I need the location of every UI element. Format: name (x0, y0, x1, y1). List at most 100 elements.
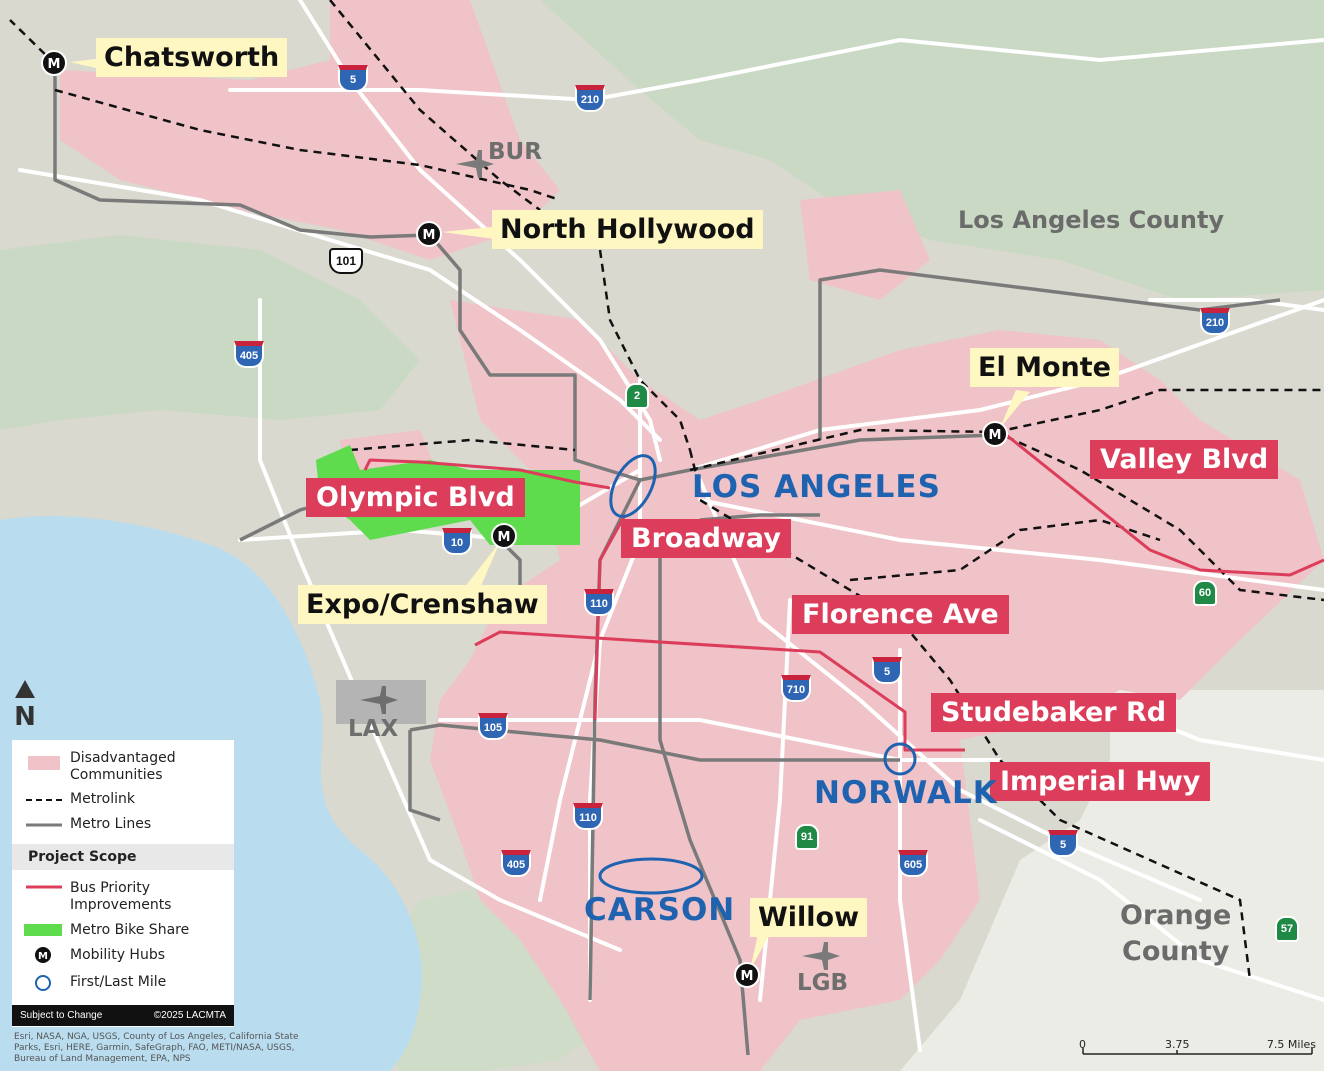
region-label-la-county: Los Angeles County (958, 206, 1225, 234)
region-label-orange-county: Orange County (1120, 898, 1231, 970)
hub-label-willow[interactable]: Willow (750, 898, 868, 937)
city-label-norwalk: NORWALK (814, 775, 998, 811)
interstate-605-shield: 605 (898, 850, 928, 877)
state-route-57-shield: 57 (1275, 916, 1299, 942)
north-label: N (14, 702, 36, 732)
scale-bar-graphic (1082, 1048, 1313, 1055)
city-label-carson: CARSON (584, 892, 736, 928)
callout-pointers (70, 58, 1030, 970)
airport-label-lax: LAX (348, 716, 399, 742)
interstate-105-shield: 105 (478, 713, 508, 740)
legend-bus-priority-line1: Bus Priority (70, 880, 151, 896)
hub-label-chatsworth[interactable]: Chatsworth (96, 38, 288, 77)
bus-priority-layer (363, 428, 1324, 752)
legend-swatch-metro-lines (26, 823, 62, 827)
first-last-mile-carson (598, 857, 704, 895)
scale-label-mid: 3.75 (1165, 1038, 1190, 1051)
interstate-10-shield: 10 (442, 528, 472, 555)
scale-bar: 0 3.75 7.5 Miles (1075, 1030, 1320, 1060)
legend-label-metrolink: Metrolink (70, 791, 135, 807)
project-label-florence-ave[interactable]: Florence Ave (792, 595, 1009, 634)
map-credits: Esri, NASA, NGA, USGS, County of Los Ang… (14, 1032, 299, 1064)
interstate-5-mid-shield: 5 (872, 657, 902, 684)
airport-icon-lax (360, 686, 398, 714)
north-arrow-icon (15, 680, 35, 698)
legend-swatch-first-last-icon (35, 975, 51, 991)
hub-letter: M (989, 428, 1002, 443)
hub-label-north-hollywood[interactable]: North Hollywood (492, 210, 763, 249)
mobility-hubs (41, 50, 1008, 988)
project-label-olympic-blvd[interactable]: Olympic Blvd (306, 478, 525, 517)
state-route-2-shield: 2 (625, 383, 649, 409)
hub-letter: M (48, 57, 61, 72)
legend-label-disadvantaged: Disadvantaged Communities (70, 750, 176, 784)
hub-letter: M (423, 228, 436, 243)
legend-swatch-disadvantaged (28, 756, 60, 770)
us-101-shield: 101 (329, 248, 363, 274)
legend-bus-priority-line2: Improvements (70, 897, 172, 913)
orange-county-area (900, 690, 1324, 1071)
hub-marker-letters: M M M M M (48, 57, 1002, 984)
interstate-210-shield: 210 (575, 85, 605, 112)
hub-letter: M (741, 969, 754, 984)
subject-to-change-note: Subject to Change (20, 1010, 103, 1021)
legend-heading-project-scope: Project Scope (12, 844, 234, 870)
disadvantaged-communities-layer (60, 0, 1324, 1071)
legend-label-mobility-hubs: Mobility Hubs (70, 947, 166, 963)
airport-label-bur: BUR (488, 139, 542, 165)
legend-label-first-last-mile: First/Last Mile (70, 974, 167, 990)
hub-label-el-monte[interactable]: El Monte (970, 348, 1119, 387)
north-arrow: N (12, 678, 38, 732)
legend-label-bus-priority: Bus Priority Improvements (70, 880, 171, 914)
mountains-area (540, 0, 1324, 300)
interstate-5-south-shield: 5 (1048, 830, 1078, 857)
interstate-710-shield: 710 (781, 675, 811, 702)
legend-disadvantaged-line2: Communities (70, 767, 163, 783)
mobility-hub-el-monte (982, 421, 1008, 447)
legend-disadvantaged-line1: Disadvantaged (70, 750, 176, 766)
mobility-hub-north-hollywood (416, 221, 442, 247)
orange-county-line2: County (1122, 936, 1230, 967)
first-last-mile-layer (598, 454, 917, 895)
interstate-110-south-shield: 110 (573, 803, 603, 830)
airport-label-lgb: LGB (797, 970, 849, 996)
city-label-los-angeles: LOS ANGELES (692, 469, 941, 505)
airport-icon-bur (456, 150, 494, 178)
project-label-studebaker-rd[interactable]: Studebaker Rd (931, 693, 1177, 732)
scale-label-zero: 0 (1079, 1038, 1086, 1051)
legend-label-bike-share: Metro Bike Share (70, 922, 190, 938)
state-route-60-shield: 60 (1193, 580, 1217, 606)
interstate-5-shield: 5 (338, 65, 368, 92)
santa-monica-mountains (0, 235, 420, 430)
legend-swatch-metrolink (26, 799, 62, 801)
interstate-110-shield: 110 (584, 589, 614, 616)
airport-icon-lgb (802, 942, 840, 970)
airport-icons (336, 150, 840, 970)
svg-text:M: M (38, 951, 48, 962)
project-label-valley-blvd[interactable]: Valley Blvd (1090, 440, 1279, 479)
hub-label-expo-crenshaw[interactable]: Expo/Crenshaw (298, 585, 547, 624)
interstate-405-shield: 405 (234, 341, 264, 368)
legend-label-metro-lines: Metro Lines (70, 816, 152, 832)
map-legend: Disadvantaged Communities Metrolink Metr… (12, 740, 234, 1027)
legend-swatch-mobility-hub-icon: M (35, 947, 51, 963)
legend-swatch-bus-priority (26, 885, 62, 889)
interstate-210-east-shield: 210 (1200, 308, 1230, 335)
project-label-broadway[interactable]: Broadway (621, 519, 791, 558)
interstate-405-south-shield: 405 (501, 850, 531, 877)
mobility-hub-willow (734, 962, 760, 988)
mobility-hub-expo-crenshaw (491, 523, 517, 549)
first-last-mile-downtown (609, 454, 657, 518)
mobility-hub-chatsworth (41, 50, 67, 76)
orange-county-line1: Orange (1120, 900, 1232, 931)
legend-footer: Subject to Change ©2025 LACMTA (12, 1005, 234, 1026)
hub-letter: M (498, 530, 511, 545)
scale-label-end: 7.5 Miles (1266, 1038, 1316, 1051)
state-route-91-shield: 91 (795, 824, 819, 850)
legend-swatch-bike-share (24, 924, 62, 936)
copyright-note: ©2025 LACMTA (153, 1010, 226, 1021)
metrolink-layer (9, 0, 1324, 981)
project-label-imperial-hwy[interactable]: Imperial Hwy (990, 762, 1211, 801)
first-last-mile-norwalk (883, 742, 917, 776)
